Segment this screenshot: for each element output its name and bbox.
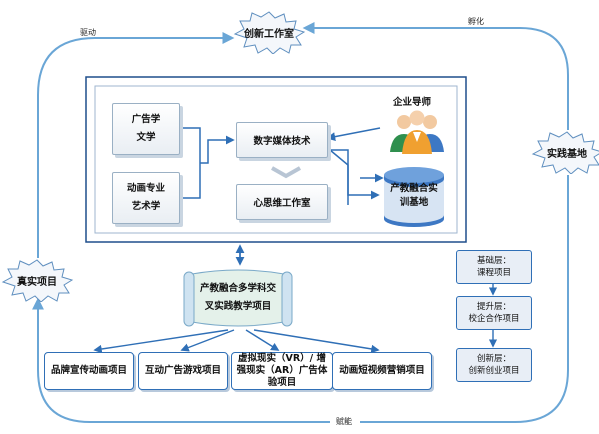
discipline-box-animation: 动画专业 艺术学: [112, 172, 180, 224]
scroll-shape: [183, 269, 293, 327]
discipline-advertising: 广告学: [131, 114, 161, 125]
level-title: 创新层：: [476, 354, 511, 364]
scroll-banner: 产教融合多学科交 叉实践教学项目: [182, 268, 294, 330]
cycle-node-left-label: 真实项目: [17, 276, 57, 288]
cycle-path-empower: [32, 297, 330, 423]
cycle-label-drive: 驱动: [80, 28, 96, 37]
level-title: 基础层：: [476, 256, 511, 266]
project-short-video: 动画短视频营销项目: [332, 352, 432, 390]
center-digital-media-label: 数字媒体技术: [253, 136, 311, 147]
center-box-digital-media: 数字媒体技术: [236, 122, 328, 158]
project-interactive-game: 互动广告游戏项目: [138, 352, 228, 390]
cycle-path-drive: [37, 32, 235, 258]
project-label: 虚拟现实（VR）/ 增强现实（AR）广告体验项目: [236, 353, 328, 388]
cycle-node-right: 实践基地: [530, 130, 599, 174]
starburst-shape: [531, 131, 599, 174]
level-box-basic: 基础层： 课程项目: [456, 250, 532, 284]
project-vr-ar: 虚拟现实（VR）/ 增强现实（AR）广告体验项目: [231, 352, 333, 390]
level-desc: 课程项目: [476, 268, 511, 278]
scroll-line1: 产教融合多学科交: [199, 283, 276, 294]
base-line1: 产教融合实: [390, 183, 438, 194]
level-desc: 创新创业项目: [468, 366, 520, 376]
starburst-shape: [1, 259, 74, 302]
cycle-node-right-label: 实践基地: [547, 148, 587, 160]
discipline-art: 艺术学: [131, 201, 161, 212]
starburst-shape: [233, 11, 306, 54]
project-label: 互动广告游戏项目: [144, 365, 221, 376]
cycle-node-top: 创新工作室: [232, 10, 306, 54]
cycle-label-incubate: 孵化: [468, 17, 484, 26]
training-base-cylinder: 产教融合实 训基地: [382, 165, 446, 229]
discipline-box-advertising: 广告学 文学: [112, 103, 180, 155]
center-box-studio: 心思维工作室: [236, 184, 328, 220]
mentor-people-icon: [390, 110, 444, 154]
cycle-node-top-label: 创新工作室: [244, 28, 294, 40]
level-box-innovation: 创新层： 创新创业项目: [456, 348, 532, 382]
base-line2: 训基地: [399, 197, 429, 208]
center-studio-label: 心思维工作室: [253, 198, 311, 209]
discipline-literature: 文学: [136, 132, 156, 143]
discipline-animation: 动画专业: [126, 183, 165, 194]
level-desc: 校企合作项目: [468, 314, 520, 324]
mentor-label: 企业导师: [393, 97, 432, 108]
level-title: 提升层：: [476, 302, 511, 312]
project-label: 动画短视频营销项目: [339, 365, 425, 376]
scroll-line2: 叉实践教学项目: [204, 301, 272, 312]
level-box-advanced: 提升层： 校企合作项目: [456, 296, 532, 330]
cycle-path-incubate: [302, 22, 569, 130]
project-brand-animation: 品牌宣传动画项目: [44, 352, 134, 390]
cycle-path-right-down: [360, 175, 569, 423]
cycle-label-empower: 赋能: [334, 416, 354, 427]
cycle-node-left: 真实项目: [0, 258, 74, 302]
project-label: 品牌宣传动画项目: [50, 365, 127, 376]
cylinder-shape: [384, 167, 444, 227]
